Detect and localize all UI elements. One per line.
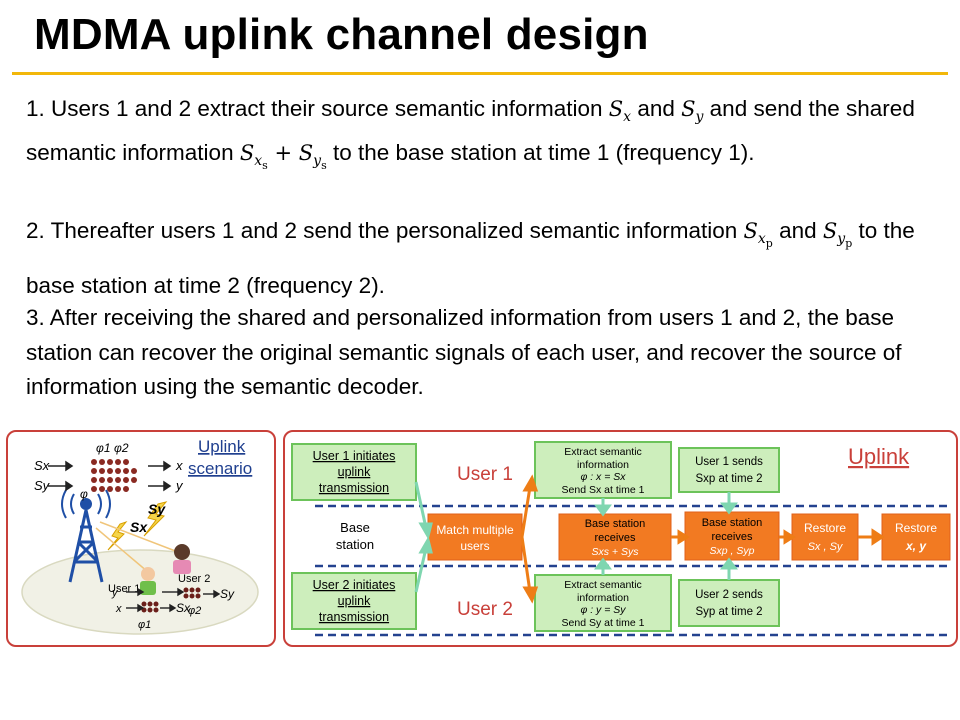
svg-text:transmission: transmission: [319, 481, 389, 495]
svg-text:Syp at time 2: Syp at time 2: [695, 606, 762, 618]
svg-text:information: information: [577, 592, 629, 604]
svg-text:uplink: uplink: [338, 465, 371, 479]
box-u1-init: User 1 initiates uplink transmission: [291, 443, 417, 501]
paragraph-3: 3. After receiving the shared and person…: [26, 305, 902, 399]
paragraph-1: 1. Users 1 and 2 extract their source se…: [26, 91, 946, 183]
svg-text:users: users: [460, 539, 489, 553]
p2-text-c: to the base station at time 2 (frequency…: [26, 218, 915, 298]
svg-text:Sx , Sy: Sx , Sy: [808, 541, 844, 553]
scenario-sy-out: Sy: [220, 587, 235, 601]
scenario-sy-in: Sy: [34, 478, 51, 493]
math-syp: Syp: [822, 219, 853, 250]
svg-text:Base station: Base station: [702, 517, 763, 529]
scenario-sx-in: Sx: [34, 458, 50, 473]
svg-text:User 1 initiates: User 1 initiates: [313, 449, 396, 463]
svg-text:User 1 sends: User 1 sends: [695, 456, 763, 468]
svg-text:Restore: Restore: [804, 521, 846, 535]
flow-user1-label: User 1: [457, 464, 513, 485]
svg-text:Sxp at time 2: Sxp at time 2: [695, 473, 762, 485]
flow-base-line2: station: [336, 537, 374, 552]
box-bs-receives-1: Base station receives Sxs + Sys: [558, 513, 672, 561]
svg-text:Sxp , Syp: Sxp , Syp: [710, 545, 755, 557]
svg-text:Extract semantic: Extract semantic: [564, 579, 642, 591]
svg-text:Base station: Base station: [585, 518, 646, 530]
svg-text:φ : y = Sy: φ : y = Sy: [580, 604, 626, 616]
scenario-phi-mid: φ: [80, 487, 88, 501]
box-match-users: Match multiple users: [427, 513, 523, 561]
scenario-phi1: φ1: [96, 441, 111, 455]
scenario-y-user: y: [111, 587, 119, 599]
scenario-x-out: x: [175, 458, 183, 473]
box-extract-1: Extract semantic information φ : x = Sx …: [534, 441, 672, 499]
svg-text:User 2 initiates: User 2 initiates: [313, 578, 396, 592]
uplink-scenario-panel: Sx Sy x y φ1 φ2 φ Uplink scenario Sy Sx …: [6, 430, 276, 647]
box-bs-receives-2: Base station receives Sxp , Syp: [684, 511, 780, 561]
svg-text:receives: receives: [712, 531, 753, 543]
svg-text:Extract semantic: Extract semantic: [564, 446, 642, 458]
p1-text-a: 1. Users 1 and 2 extract their source se…: [26, 96, 609, 121]
box-u1-sends: User 1 sends Sxp at time 2: [678, 447, 780, 493]
title-underline: [12, 72, 948, 75]
svg-text:Send Sx at time 1: Send Sx at time 1: [562, 484, 645, 496]
scenario-title-line2: scenario: [188, 459, 252, 478]
scenario-sx-out: Sx: [176, 601, 191, 615]
p1-text-b: and: [631, 96, 682, 121]
box-u2-init: User 2 initiates uplink transmission: [291, 572, 417, 630]
svg-text:receives: receives: [595, 532, 636, 544]
math-shared-sum: Sxs + Sys: [239, 141, 327, 173]
svg-text:Send Sy at time 1: Send Sy at time 1: [562, 617, 645, 629]
uplink-scenario-figure: Sx Sy x y φ1 φ2 φ Uplink scenario Sy Sx …: [21, 437, 259, 635]
scenario-phi2: φ2: [114, 441, 129, 455]
svg-text:Match multiple: Match multiple: [436, 523, 514, 537]
svg-text:transmission: transmission: [319, 610, 389, 624]
math-sxp: Sxp: [743, 219, 773, 250]
uplink-flow-diagram: Uplink User 1 User 2 Base station User 1…: [291, 441, 951, 637]
flow-base-line1: Base: [340, 520, 370, 535]
scenario-user2: User 2: [178, 573, 210, 585]
svg-text:Sxs + Sys: Sxs + Sys: [592, 546, 640, 558]
p2-text-b: and: [772, 218, 823, 243]
box-u2-sends: User 2 sends Syp at time 2: [678, 579, 780, 627]
flow-user2-label: User 2: [457, 599, 513, 620]
scenario-x-user: x: [115, 603, 122, 615]
svg-text:Restore: Restore: [895, 521, 937, 535]
scenario-sy-mid: Sy: [148, 501, 166, 517]
math-sy: Sy: [681, 97, 704, 126]
p1-text-c: and send the shared semantic information: [26, 96, 915, 166]
svg-text:uplink: uplink: [338, 594, 371, 608]
svg-text:User 2 sends: User 2 sends: [695, 589, 763, 601]
math-sx: Sx: [608, 97, 632, 126]
flow-title: Uplink: [848, 444, 910, 469]
scenario-u2-phi: φ2: [188, 605, 201, 617]
scenario-u1-phi: φ1: [138, 619, 151, 631]
box-restore-2: Restore x, y: [881, 513, 951, 561]
page-title: MDMA uplink channel design: [34, 10, 649, 59]
svg-text:x, y: x, y: [905, 539, 927, 553]
base-station-tower: [68, 509, 104, 583]
paragraph-2: 2. Thereafter users 1 and 2 send the per…: [26, 210, 946, 307]
scenario-title-line1: Uplink: [198, 437, 246, 456]
box-restore-1: Restore Sx , Sy: [791, 513, 859, 561]
box-extract-2: Extract semantic information φ : y = Sy …: [534, 574, 672, 632]
svg-text:information: information: [577, 459, 629, 471]
p2-text-a: 2. Thereafter users 1 and 2 send the per…: [26, 218, 744, 243]
scenario-y-out: y: [175, 478, 184, 493]
p1-text-d: to the base station at time 1 (frequency…: [326, 140, 755, 166]
scenario-sx-mid: Sx: [130, 519, 148, 535]
uplink-flow-panel: Uplink User 1 User 2 Base station User 1…: [283, 430, 958, 647]
svg-text:φ : x = Sx: φ : x = Sx: [580, 471, 626, 483]
